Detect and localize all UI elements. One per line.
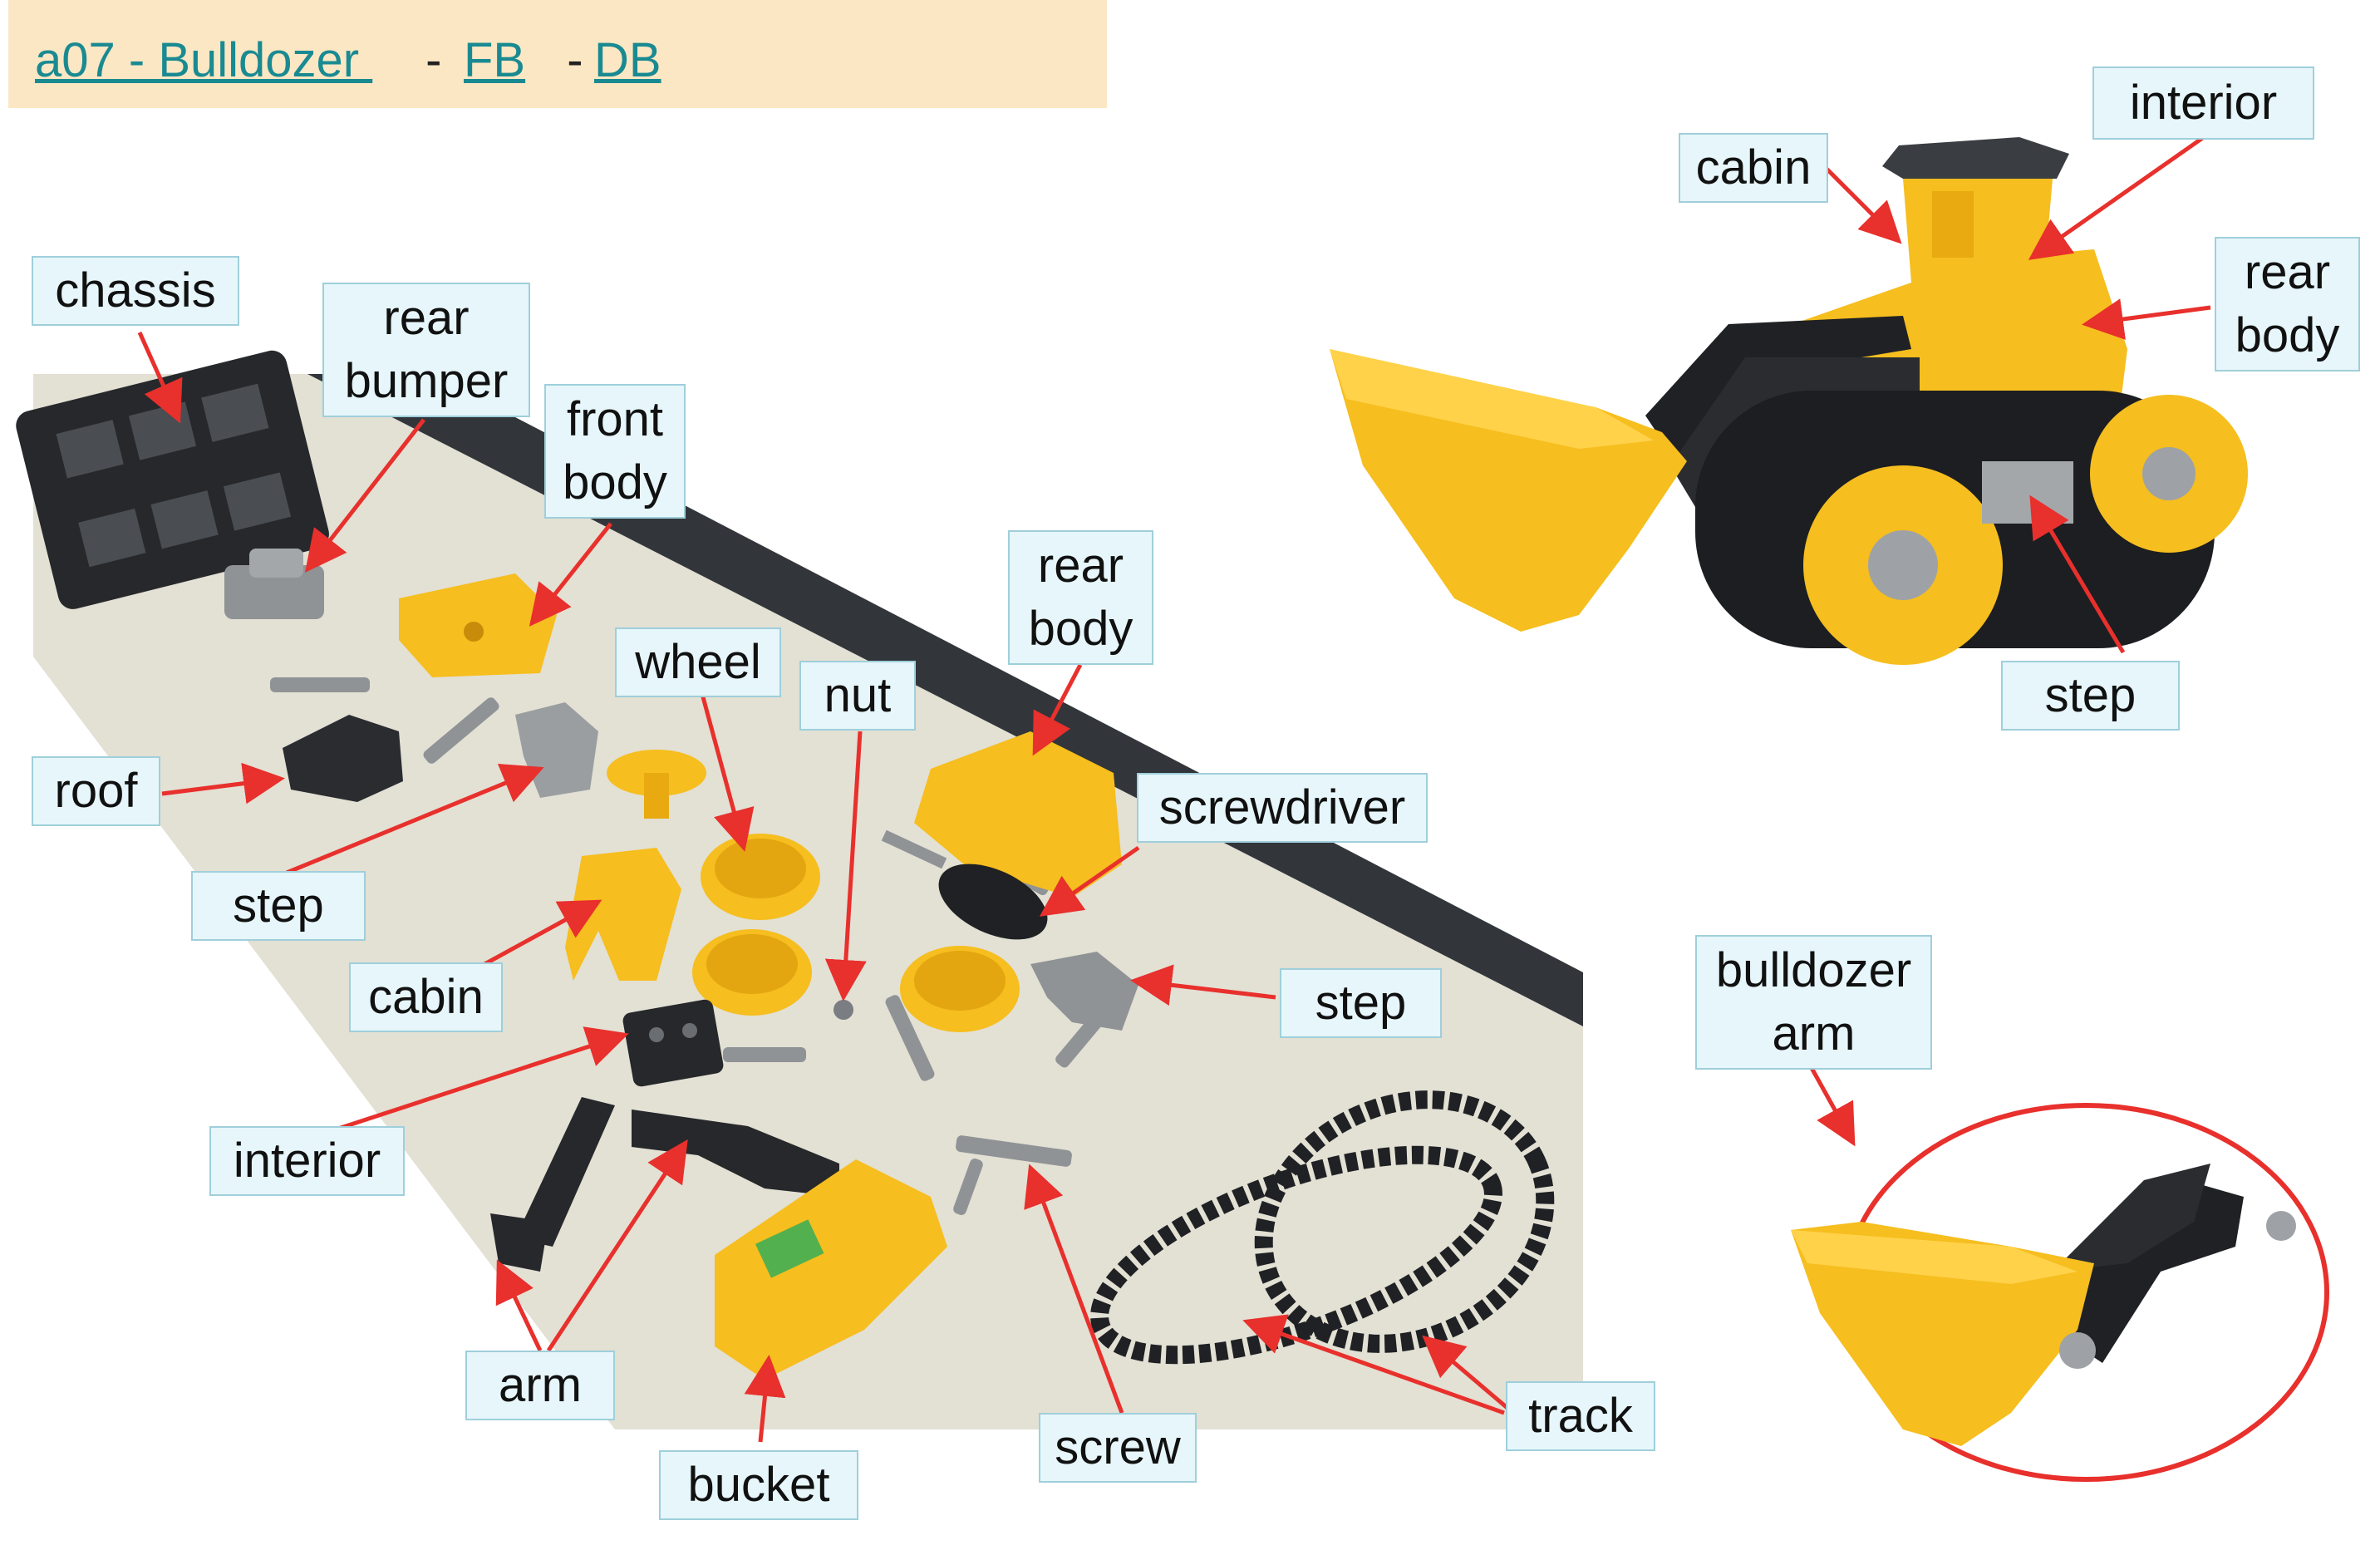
label-screw: screw (1039, 1413, 1197, 1483)
label-wheel: wheel (615, 627, 781, 697)
interior-part (622, 999, 724, 1087)
db-link[interactable]: DB (594, 33, 661, 87)
front-body-part (399, 573, 557, 677)
label-step-left: step (191, 871, 366, 941)
label-cabin-parts: cabin (349, 962, 503, 1032)
wheel-parts (692, 834, 1020, 1032)
arm-parts (490, 1097, 839, 1272)
label-interior-assembled: interior (2092, 66, 2314, 140)
pointer-arrows (137, 135, 2211, 1443)
screwdriver-part (881, 829, 1048, 940)
label-track: track (1506, 1381, 1655, 1451)
roof-part (283, 715, 403, 802)
bucket-part (715, 1159, 947, 1380)
step-part-right (1030, 952, 1138, 1031)
separator-1: - (412, 33, 455, 87)
title-bar: a07 - Bulldozer - FB - DB (8, 0, 1107, 108)
assembled-bulldozer-photo (1330, 137, 2248, 665)
track-parts (1090, 1090, 1555, 1365)
yellow-cross-part (607, 750, 706, 819)
label-cabin-assembled: cabin (1679, 133, 1828, 203)
cabin-part (565, 848, 681, 981)
label-bulldozer-arm: bulldozer arm (1695, 935, 1932, 1070)
rear-bumper-part (224, 549, 324, 619)
label-arm: arm (465, 1351, 615, 1420)
label-rear-body-parts: rear body (1008, 530, 1153, 665)
separator-2: - (540, 33, 597, 87)
nut-part (833, 1000, 853, 1020)
label-step-right: step (1280, 968, 1442, 1038)
label-roof: roof (32, 756, 160, 826)
rear-body-part (914, 731, 1122, 898)
label-screwdriver: screwdriver (1137, 773, 1428, 843)
label-front-body: front body (544, 384, 686, 519)
label-bucket: bucket (659, 1450, 858, 1520)
label-interior-parts: interior (209, 1126, 405, 1196)
label-step-assembled: step (2001, 661, 2180, 731)
label-rear-bumper: rear bumper (322, 283, 530, 417)
label-rear-body-assembled: rear body (2215, 237, 2360, 372)
label-nut: nut (799, 661, 916, 731)
label-chassis: chassis (32, 256, 239, 326)
fb-link[interactable]: FB (464, 33, 526, 87)
bulldozer-link[interactable]: a07 - Bulldozer (35, 33, 373, 87)
loose-screws (270, 677, 1122, 1215)
parts-photo (16, 350, 1583, 1429)
arm-detail-photo (1791, 1103, 2329, 1482)
